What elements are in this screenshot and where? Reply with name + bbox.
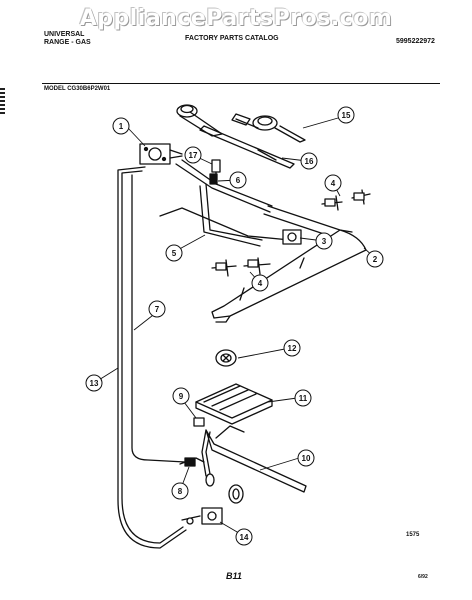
callout-3: 3 [315,232,333,250]
thermostat-valve [139,143,183,165]
scan-edge-marks [0,88,5,114]
brand-block: UNIVERSAL RANGE - GAS [44,31,91,47]
valve-knobs-4 [211,189,371,277]
svg-text:2: 2 [373,255,378,264]
safety-valve-14 [181,484,244,525]
tube-7 [131,174,186,463]
callout-15: 15 [337,106,355,124]
callout-10: 10 [297,449,315,467]
brand-line-1: UNIVERSAL [44,31,85,38]
svg-text:17: 17 [189,151,198,160]
bracket-9 [193,417,205,427]
callout-7: 7 [148,300,166,318]
callout-6: 6 [229,171,247,189]
catalog-title: FACTORY PARTS CATALOG [185,35,279,42]
tube-bundle-5 [159,159,291,247]
svg-text:10: 10 [302,454,311,463]
callout-1: 1 [112,117,130,135]
svg-text:7: 7 [155,305,160,314]
callout-14: 14 [235,528,253,546]
svg-text:11: 11 [299,394,308,403]
callout-16: 16 [300,152,318,170]
model-number: MODEL CG30B6P2W01 [44,86,111,92]
callout-2: 2 [366,250,384,268]
svg-text:14: 14 [240,533,249,542]
revision-date: 6/92 [418,574,428,580]
drawing-code: 1575 [406,532,420,538]
svg-text:8: 8 [178,487,183,496]
svg-text:6: 6 [236,176,241,185]
svg-text:5: 5 [172,249,177,258]
manifold-bar [211,205,367,323]
callout-17: 17 [184,146,202,164]
header-rule [42,83,440,84]
callout-5: 5 [165,244,183,262]
catalog-number: 5995222972 [396,38,435,45]
svg-text:4: 4 [258,279,263,288]
top-burners [176,104,306,143]
svg-text:16: 16 [305,157,314,166]
callout-4-lower: 4 [251,274,269,292]
callout-11: 11 [294,389,312,407]
svg-text:3: 3 [322,237,327,246]
watermark-text: AppliancePartsPros.com [79,6,393,31]
callout-9: 9 [172,387,190,405]
svg-text:15: 15 [342,111,351,120]
callout-4-upper: 4 [324,174,342,192]
page-number: B11 [226,571,242,581]
svg-text:13: 13 [90,379,99,388]
brand-line-2: RANGE - GAS [44,39,91,46]
svg-text:12: 12 [288,344,297,353]
pilot-tube [117,166,187,549]
callout-8: 8 [171,482,189,500]
burner-tube-16 [199,125,295,169]
svg-text:4: 4 [331,179,336,188]
pilot-assembly-8 [179,457,215,487]
callout-12: 12 [283,339,301,357]
svg-text:9: 9 [179,392,184,401]
callouts: 1 2 3 4 4 5 6 7 8 9 10 11 12 13 14 15 16… [85,106,384,546]
baffle-11 [195,383,273,425]
svg-text:1: 1 [119,122,124,131]
callout-13: 13 [85,374,103,392]
oven-burner-10 [201,425,307,493]
grommet-12 [215,349,237,367]
